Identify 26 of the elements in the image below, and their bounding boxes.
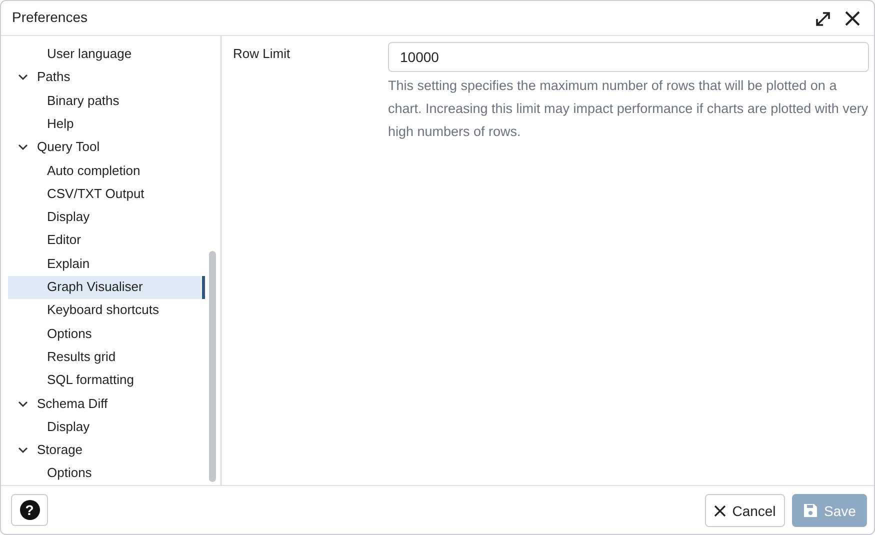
cancel-button: Cancel <box>705 494 785 527</box>
tree-item: Results grid <box>47 348 116 364</box>
tree-item: Graph Visualiser <box>47 279 143 294</box>
help-text: This setting specifies the maximum number of rows that will be plotted on a chart. Increasing this limit may impact performance if charts are plotted with very high numbers of rows. <box>388 77 870 141</box>
tree-item: User language <box>47 46 132 61</box>
tree-item: Options <box>47 326 92 341</box>
tree-item: Editor <box>47 232 81 248</box>
save-button: Save <box>792 494 867 527</box>
tree-item: Help <box>47 116 74 131</box>
tree-item: Display <box>47 209 90 224</box>
tree-item: Paths <box>37 69 70 84</box>
input-field: 10000 <box>388 42 869 72</box>
tree-item: Display <box>47 418 90 434</box>
field-label: Row Limit <box>233 46 290 61</box>
dialog-title: Preferences <box>12 9 88 25</box>
tree-item: Storage <box>37 442 83 458</box>
tree-item: Auto completion <box>47 162 140 178</box>
help-button: ? <box>11 494 48 526</box>
tree-item: Binary paths <box>47 92 120 108</box>
tree-item: Explain <box>47 256 90 271</box>
tree-item: Schema Diff <box>37 396 108 410</box>
tree-item: CSV/TXT Output <box>47 186 144 201</box>
tree-item: Options <box>47 465 92 480</box>
tree-item: Keyboard shortcuts <box>47 302 160 318</box>
tree-item: SQL formatting <box>47 372 134 388</box>
tree-item: Query Tool <box>37 139 100 154</box>
